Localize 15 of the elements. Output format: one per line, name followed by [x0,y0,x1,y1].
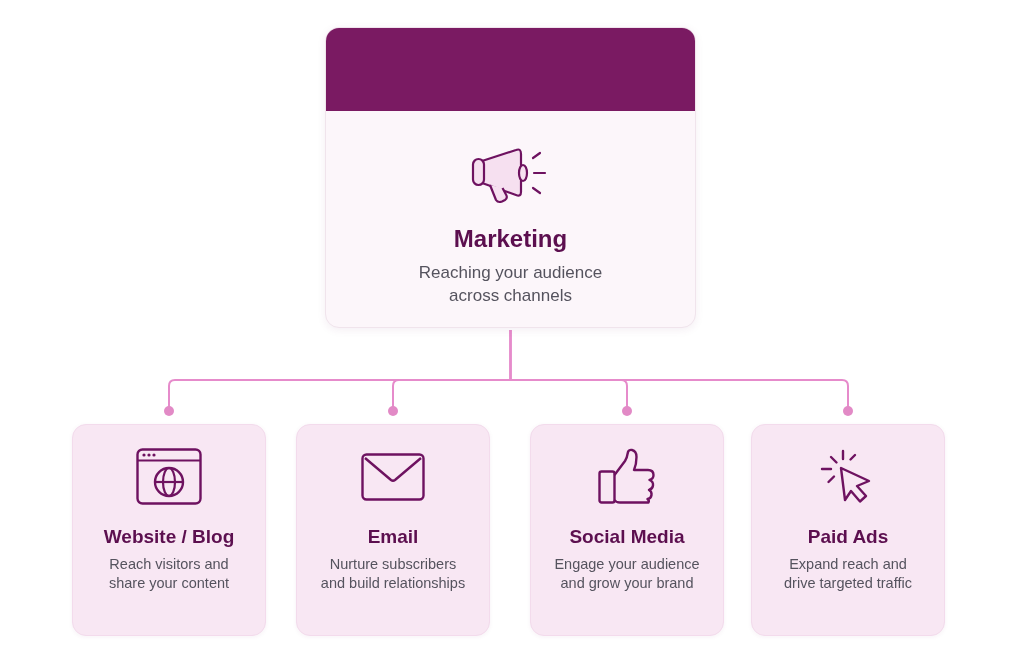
card-description: Reaching your audience across channels [417,262,604,307]
channel-card [72,424,266,636]
card-title: Website / Blog [102,525,236,549]
card-description: Reach visitors and share your content [107,555,231,593]
card-title: Email [366,525,420,549]
channel-card [751,424,945,636]
card-title: Marketing [452,224,569,254]
card-description: Expand reach and drive targeted traffic [783,555,913,593]
card-description: Nurture subscribers and build relationships [319,555,467,593]
card-title: Social Media [568,525,686,549]
card-description: Engage your audience and grow your brand [553,555,701,593]
card-title: Paid Ads [806,525,890,549]
channel-card [296,424,490,636]
channel-card [530,424,724,636]
main-card [325,27,696,328]
